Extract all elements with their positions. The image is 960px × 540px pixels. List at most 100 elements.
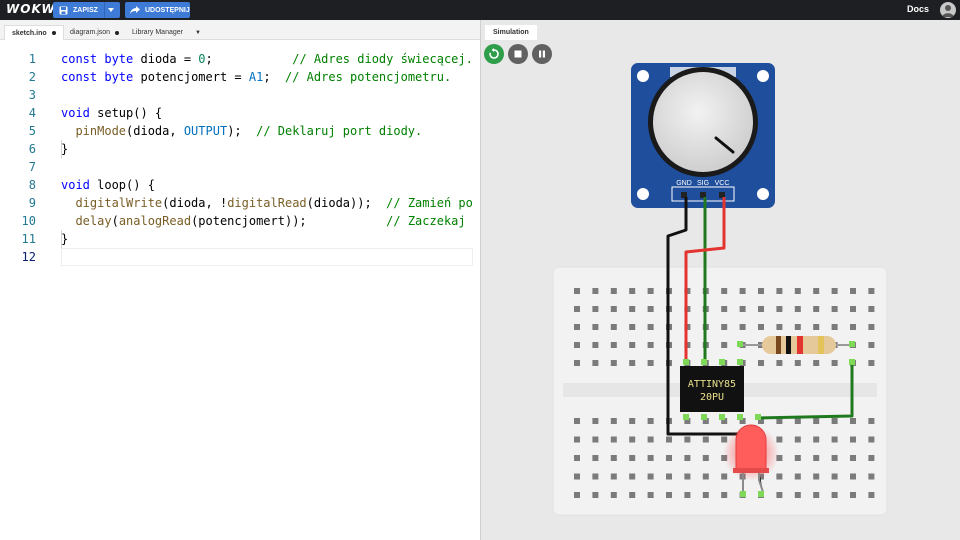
stop-icon [514,50,522,58]
tab-label: sketch.ino [12,29,47,37]
breadboard-hole [629,288,636,294]
restart-simulation-button[interactable] [484,44,504,64]
knob-indicator [714,136,735,154]
breadboard-hole [629,306,636,312]
breadboard-hole [868,455,875,461]
breadboard-hole [831,492,838,498]
breadboard-hole [629,342,636,348]
tab-sketch-ino[interactable]: sketch.ino [4,25,64,40]
code-line: 5 pinMode(dioda, OUTPUT); // Deklaruj po… [28,124,423,138]
breadboard-hole [739,418,746,424]
breadboard-hole [647,324,654,330]
breadboard-hole [868,473,875,480]
breadboard-hole [629,324,636,330]
breadboard-hole [813,455,820,461]
breadboard-hole [721,324,728,330]
breadboard-hole [647,306,654,312]
breadboard-hole [776,436,783,443]
breadboard-hole [592,342,599,348]
tab-simulation[interactable]: Simulation [485,25,537,40]
tab-library-manager[interactable]: Library Manager ▼ [125,25,208,40]
breadboard-hole [574,473,580,480]
breadboard-hole [610,473,617,480]
breadboard-hole [610,306,617,312]
code-line: 11} [21,232,69,246]
tab-diagram-json[interactable]: diagram.json [63,25,126,40]
pause-simulation-button[interactable] [532,44,552,64]
breadboard-hole [629,418,636,424]
breadboard-hole [629,360,636,366]
code-line: 10 delay(analogRead(potencjomert)); // Z… [21,214,466,228]
share-icon [128,2,142,18]
pin-label-vcc: VCC [715,180,730,187]
breadboard-hole [592,492,599,498]
pin-label-sig: SIG [697,180,709,187]
breadboard-hole [794,288,801,294]
code-line: 7 [28,160,36,174]
code-editor-panel: sketch.ino diagram.json Library Manager … [0,20,480,540]
chevron-down-icon[interactable]: ▼ [194,29,201,36]
code-line: 9 digitalWrite(dioda, !digitalRead(dioda… [28,196,473,210]
potentiometer-module[interactable]: GND SIG VCC [631,63,775,208]
chip-label-line1: ATTINY85 [688,379,736,390]
breadboard-hole [831,455,838,461]
breadboard-hole [813,492,820,498]
breadboard-hole [684,473,691,480]
breadboard-hole [813,436,820,443]
user-avatar-icon[interactable] [940,2,956,18]
breadboard-hole [684,455,691,461]
wokwi-logo[interactable]: WOKWI [6,2,62,16]
breadboard-hole [758,324,764,330]
save-label: ZAPISZ [73,6,98,14]
potentiometer-knob[interactable] [653,72,753,172]
breadboard-hole [684,418,691,424]
breadboard-hole [850,455,856,461]
breadboard-hole [721,418,728,424]
docs-link[interactable]: Docs [907,4,930,14]
breadboard-hole [629,473,636,480]
wire-vcc[interactable] [684,197,726,360]
share-button[interactable]: UDOSTĘPNIJ [125,2,190,18]
breadboard-hole [647,342,654,348]
red-led[interactable] [723,424,779,497]
save-button[interactable]: ZAPISZ [53,2,120,18]
breadboard-hole [574,342,580,348]
breadboard-hole [592,436,599,443]
breadboard-hole [702,455,709,461]
breadboard-hole [610,342,617,348]
breadboard-hole [666,455,672,461]
breadboard-hole [794,324,801,330]
code-line: 6} [28,142,69,156]
breadboard-hole [610,288,617,294]
save-options-chevron-icon[interactable] [105,2,117,18]
breadboard-hole [721,436,728,443]
breadboard-hole [574,360,580,366]
breadboard-hole [721,342,728,348]
breadboard-hole [776,360,783,366]
breadboard-hole [794,306,801,312]
breadboard-hole [850,436,856,443]
resistor[interactable] [742,336,852,354]
save-icon [56,2,70,18]
breadboard-hole [813,324,820,330]
breadboard-hole [721,492,728,498]
wire-resistor[interactable] [757,362,854,420]
breadboard-hole [850,324,856,330]
breadboard-hole [794,473,801,480]
breadboard-hole [776,288,783,294]
panel-splitter[interactable] [480,20,481,540]
breadboard-hole [647,455,654,461]
breadboard-hole [666,473,672,480]
wire-gnd[interactable] [666,197,740,436]
breadboard-hole [813,288,820,294]
breadboard-hole [776,455,783,461]
attiny85-chip[interactable]: ATTINY85 20PU [680,341,855,420]
stop-simulation-button[interactable] [508,44,528,64]
breadboard-hole [629,455,636,461]
breadboard-hole [647,473,654,480]
breadboard-hole [831,436,838,443]
